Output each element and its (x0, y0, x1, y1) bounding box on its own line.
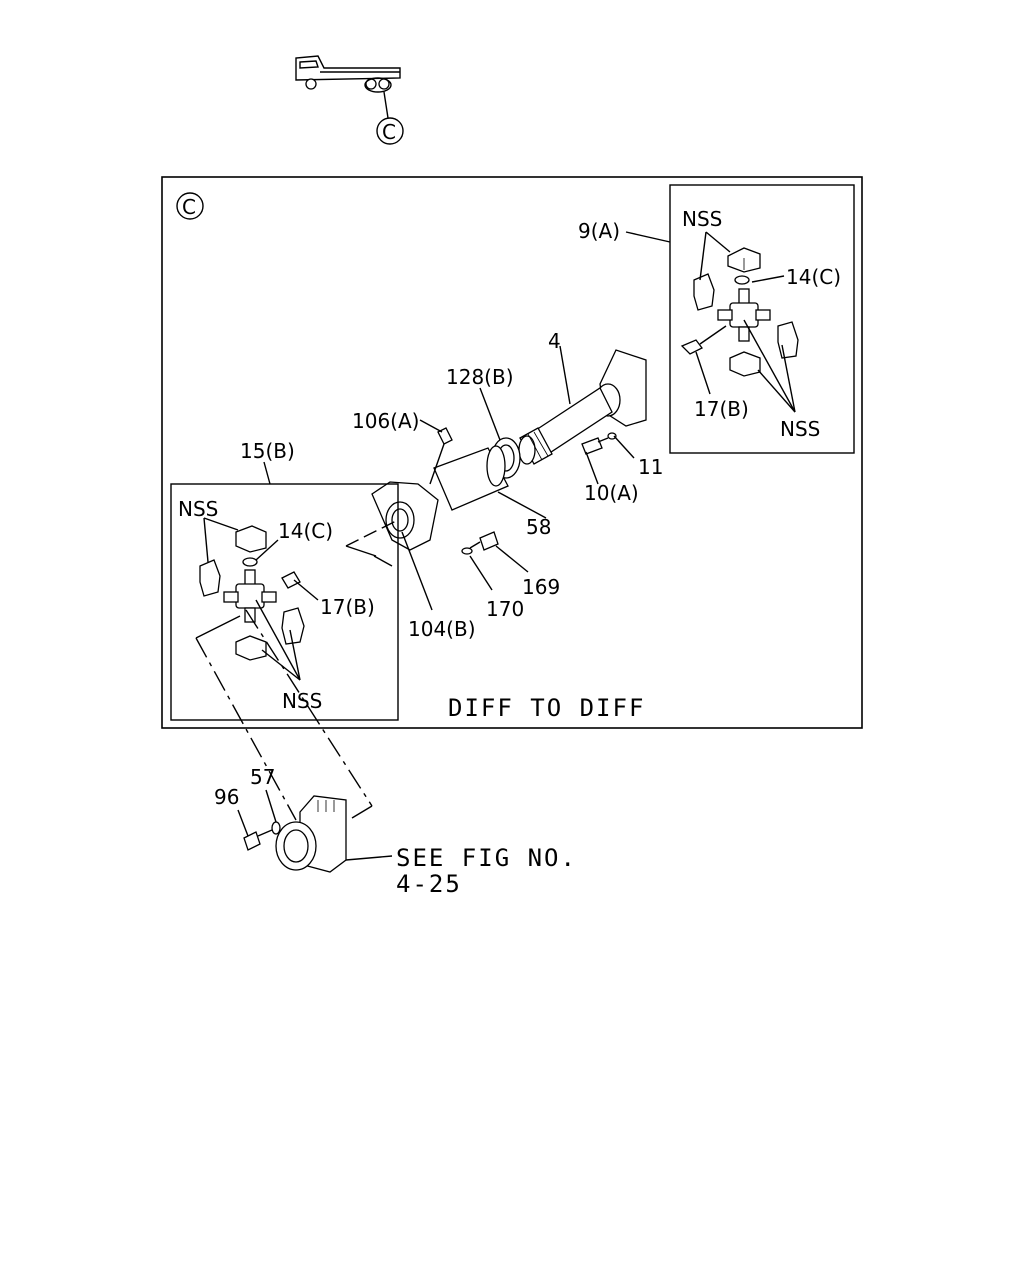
label-bolt-right: 10(A) (584, 481, 639, 505)
label-fitting-right: 17(B) (694, 397, 749, 421)
shaft-assembly (371, 345, 647, 611)
truck-locator-icon (295, 55, 404, 145)
left-inset-frame (170, 483, 399, 721)
label-seal-right: 14(C) (786, 265, 841, 289)
label-shaft: 4 (548, 329, 561, 353)
right-inset-frame (669, 184, 855, 454)
see-fig-line2: 4-25 (396, 870, 462, 898)
label-washer-bottom: 57 (250, 765, 275, 789)
main-frame (161, 176, 863, 729)
see-fig-line1: SEE FIG NO. (396, 844, 577, 872)
label-yoke-right-assembly: 9(A) (578, 219, 620, 243)
label-nss-left-top: NSS (178, 497, 218, 521)
label-washer-mid: 170 (486, 597, 524, 621)
lower-flange-yoke (237, 789, 393, 873)
corner-marker-circle (176, 192, 204, 220)
label-bolt-bottom: 96 (214, 785, 239, 809)
label-nss-left-bottom: NSS (282, 689, 322, 713)
label-plug: 104(B) (408, 617, 476, 641)
left-universal-joint-group (199, 517, 399, 681)
label-washer-right: 11 (638, 455, 663, 479)
label-boot: 128(B) (446, 365, 514, 389)
right-universal-joint-group (680, 231, 799, 413)
label-tube: 58 (526, 515, 551, 539)
frame-caption: DIFF TO DIFF (448, 694, 645, 722)
label-nss-right-bottom: NSS (780, 417, 820, 441)
label-grease-fitting: 106(A) (352, 409, 419, 433)
lower-connection-lines (195, 555, 393, 821)
label-nss-right-top: NSS (682, 207, 722, 231)
label-seal-left: 14(C) (278, 519, 333, 543)
corner-marker-label: C (182, 195, 196, 219)
label-yoke-left-assembly: 15(B) (240, 439, 295, 463)
label-fitting-left: 17(B) (320, 595, 375, 619)
label-bolt-mid: 169 (522, 575, 560, 599)
view-marker-label: C (382, 120, 396, 144)
